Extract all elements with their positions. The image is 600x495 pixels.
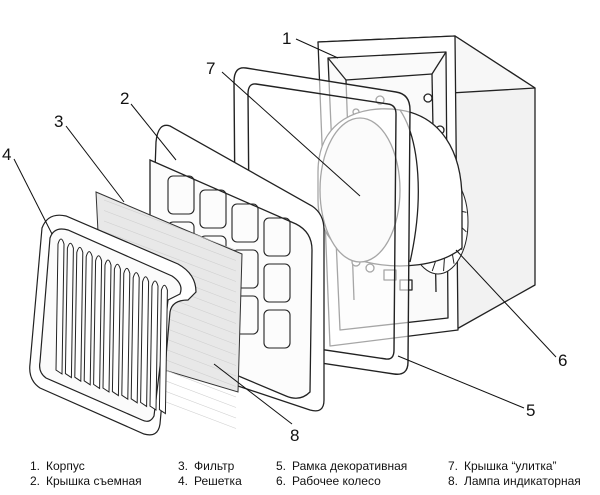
callout-7: 7 [206,59,215,78]
cover-window [199,189,227,229]
grille-slat [93,255,103,390]
callout-1: 1 [282,29,291,48]
cover-window [263,217,291,257]
callout-4: 4 [2,145,11,164]
callout-3: 3 [54,112,63,131]
grille [29,214,197,436]
legend-text: Рабочее колесо [292,474,381,488]
cover-window [231,203,259,243]
legend-item-6: 6. Рабочее колесо [276,474,381,489]
grille-slat [74,246,84,383]
grille-slat [111,263,121,397]
grille-slat [64,242,74,379]
leader-lines [13,38,557,425]
legend-number: 6. [276,474,287,488]
grille-slat [140,276,150,408]
grille-slat [149,280,159,411]
cover-window [263,309,291,349]
cover-window [167,175,195,215]
grille-slat [130,272,140,404]
legend-item-4: 4. Решетка [178,474,242,489]
legend-text: Крышка съемная [46,474,142,488]
legend-item-7: 7. Крышка “улитка” [448,459,557,474]
grille-slat [55,238,65,375]
grille-slat [83,251,93,386]
legend-text: Крышка “улитка” [464,459,557,473]
legend-number: 4. [178,474,189,488]
legend-text: Фильтр [194,459,235,473]
legend-number: 3. [178,459,189,473]
filter-fiber [103,231,237,282]
grille-slat [158,284,168,415]
callout-2: 2 [120,89,129,108]
legend-text: Рамка декоративная [292,459,408,473]
legend-item-8: 8. Лампа индикаторная [448,474,581,489]
legend-text: Решетка [194,474,242,488]
filter-fiber [103,210,237,261]
legend-number: 7. [448,459,459,473]
legend-item-2: 2. Крышка съемная [30,474,142,489]
callout-8: 8 [290,426,299,445]
filter-fiber [103,220,237,272]
grille-slat [121,267,131,401]
grille-slat [102,259,112,393]
filter-fiber [103,199,237,251]
legend-item-3: 3. Фильтр [178,459,234,474]
legend-text: Лампа индикаторная [464,474,581,488]
cover-window [263,263,291,303]
legend-text: Корпус [46,459,85,473]
legend-item-5: 5. Рамка декоративная [276,459,407,474]
legend-number: 8. [448,474,459,488]
legend-item-1: 1. Корпус [30,459,85,474]
callout-6: 6 [558,351,567,370]
legend-number: 2. [30,474,41,488]
callout-5: 5 [526,401,535,420]
legend-number: 1. [30,459,41,473]
legend-number: 5. [276,459,287,473]
